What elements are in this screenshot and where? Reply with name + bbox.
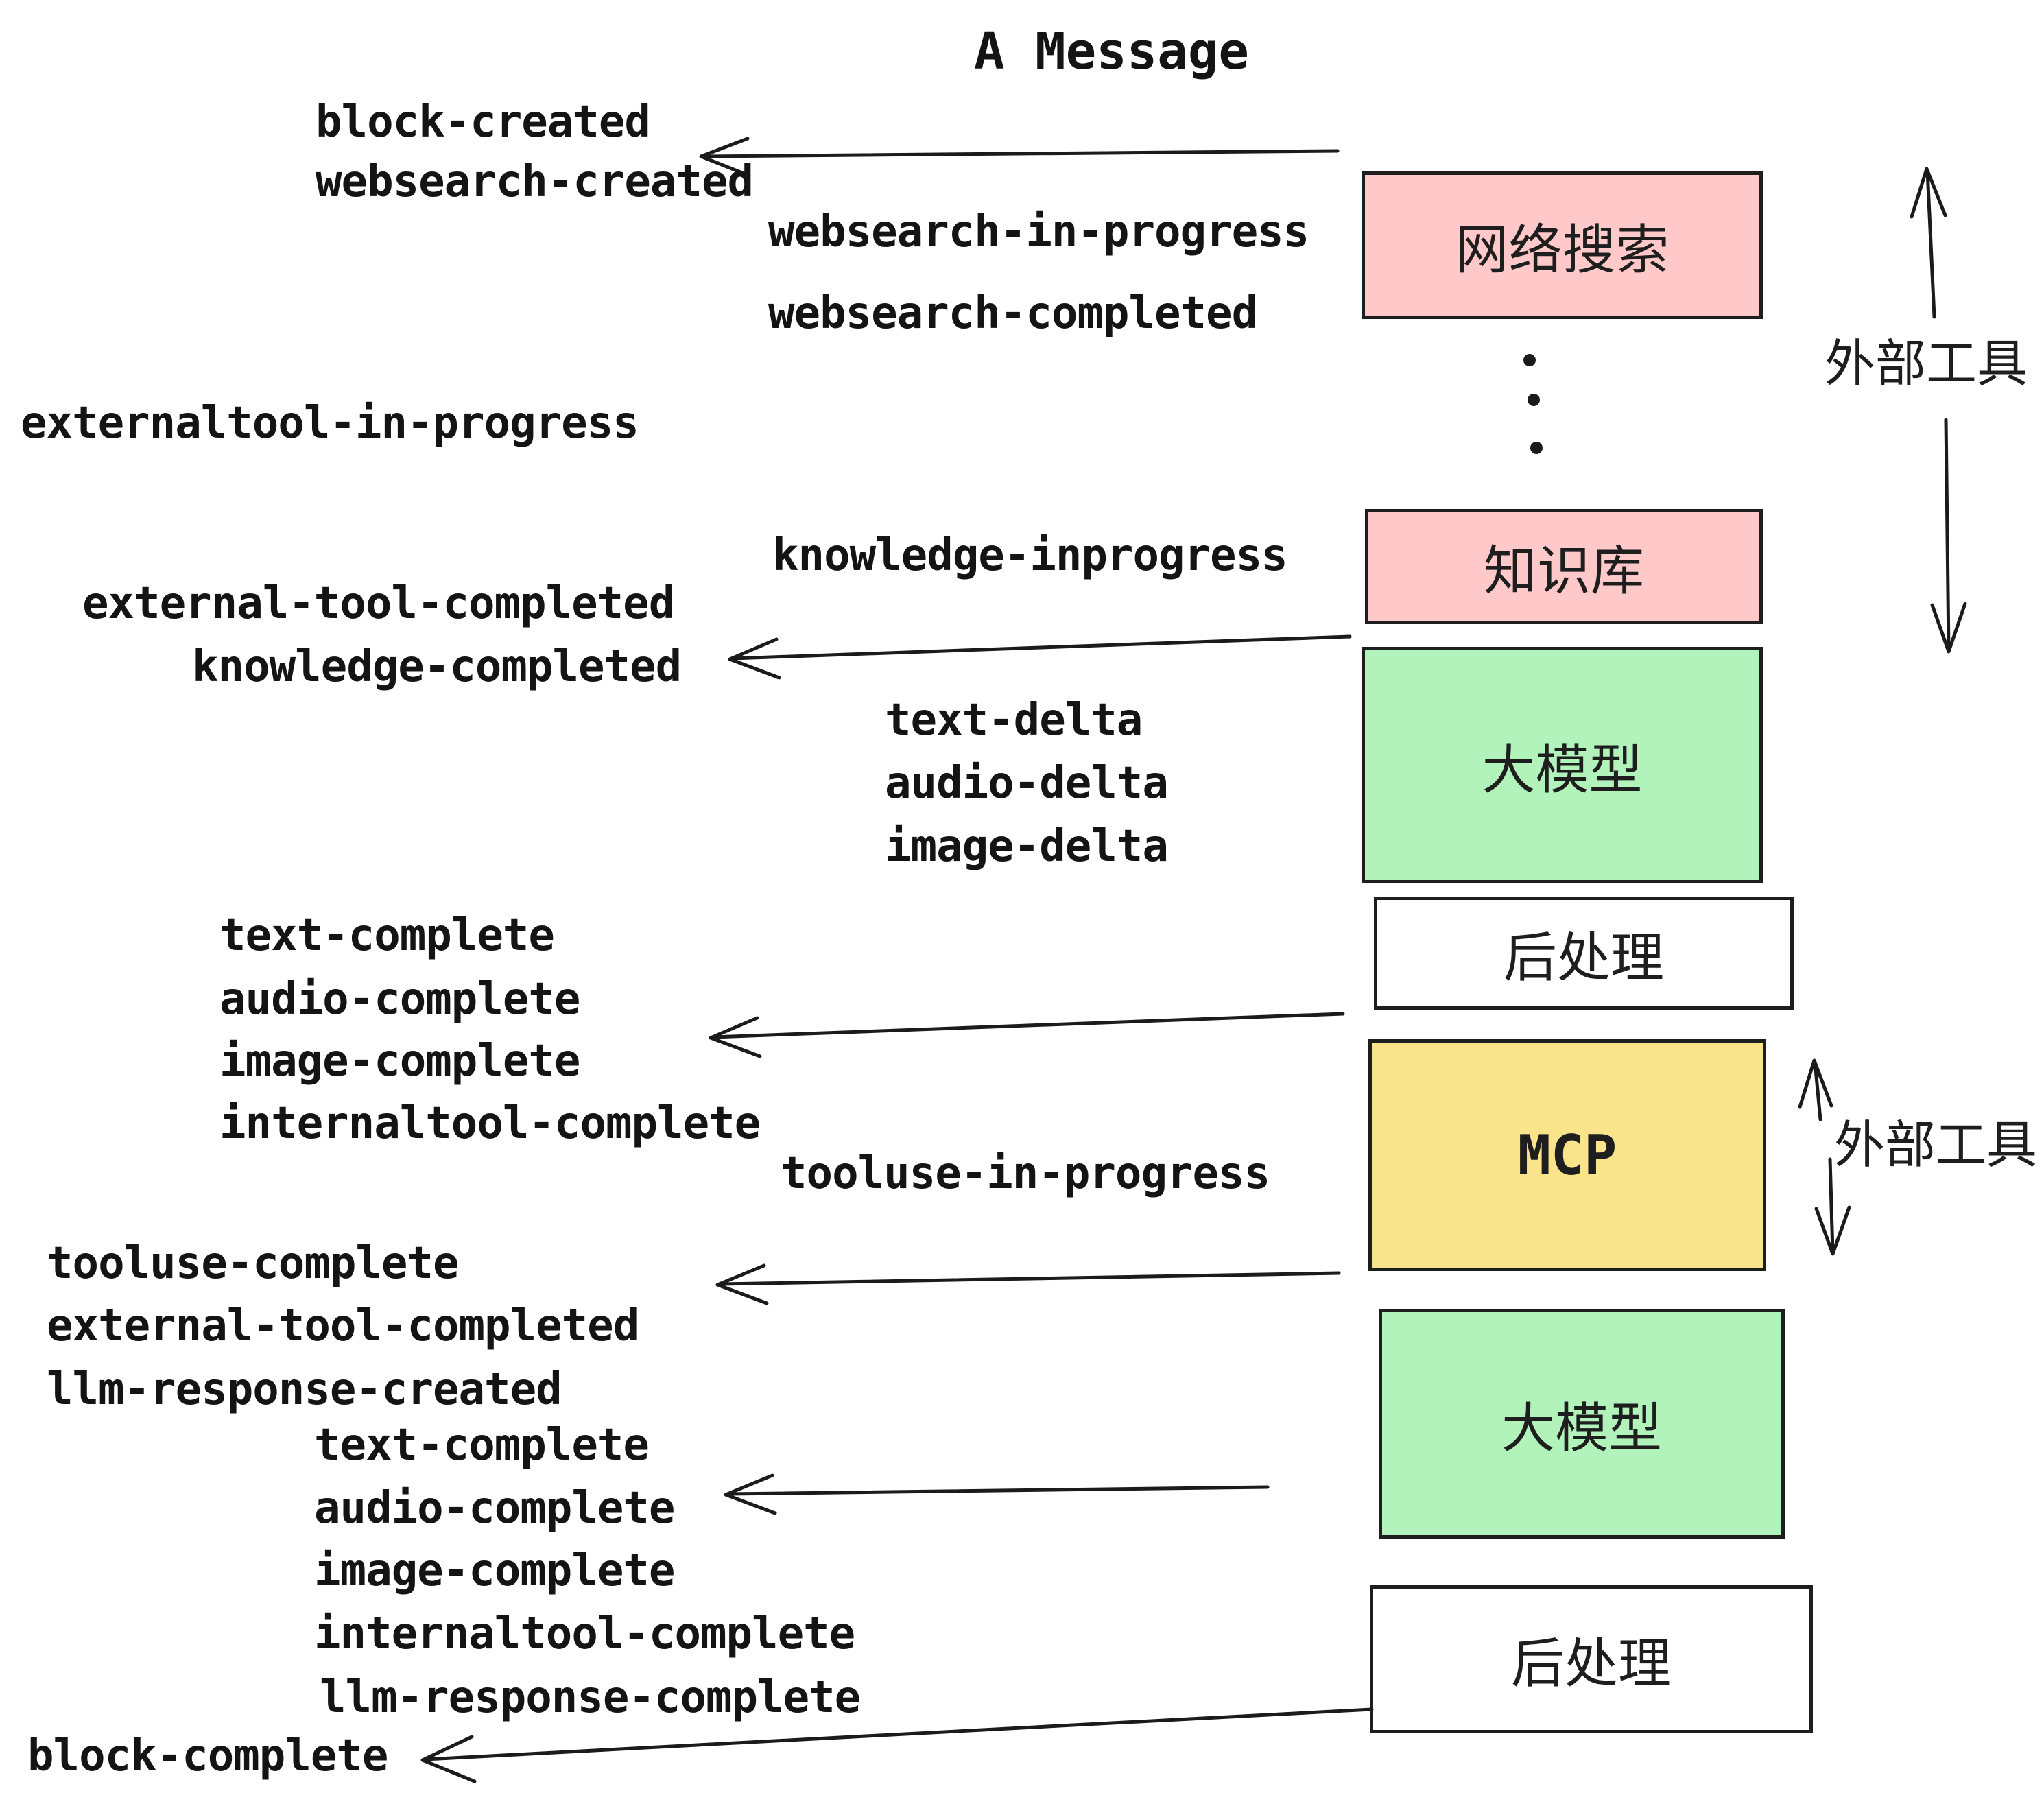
event-label-externaltool-in-progress: externaltool-in-progress — [21, 398, 639, 449]
arrow-left-image-complete-icon — [709, 1012, 1345, 1058]
event-label-image-complete-2: image-complete — [314, 1545, 675, 1596]
event-label-websearch-in-progress: websearch-in-progress — [768, 206, 1309, 257]
arrow-up-external-tools-bottom-icon — [1798, 1058, 1833, 1121]
event-label-llm-response-created: llm-response-created — [47, 1364, 562, 1415]
node-postprocess-1-label: 后处理 — [1503, 927, 1664, 989]
event-label-external-tool-completed-2: external-tool-completed — [47, 1301, 639, 1351]
node-websearch-label: 网络搜索 — [1455, 219, 1669, 281]
node-mcp-label: MCP — [1517, 1123, 1617, 1187]
event-label-knowledge-completed: knowledge-completed — [192, 641, 682, 692]
event-label-websearch-completed: websearch-completed — [768, 288, 1258, 339]
event-label-block-complete: block-complete — [27, 1731, 388, 1781]
event-label-block-created: block-created — [316, 97, 651, 147]
event-label-audio-complete-1: audio-complete — [219, 974, 580, 1025]
arrow-left-block-created-icon — [699, 137, 1340, 178]
node-postprocess-1: 后处理 — [1374, 897, 1794, 1010]
arrow-down-external-tools-top-icon — [1930, 418, 1967, 654]
event-label-audio-complete-2: audio-complete — [314, 1483, 675, 1534]
node-llm-2: 大模型 — [1379, 1309, 1785, 1539]
event-label-websearch-created: websearch-created — [316, 156, 754, 207]
arrow-left-tooluse-complete-icon — [715, 1263, 1341, 1305]
event-label-llm-response-complete: llm-response-complete — [320, 1672, 861, 1723]
vertical-ellipsis-icon — [1523, 354, 1543, 454]
event-label-internaltool-complete-1: internaltool-complete — [219, 1098, 761, 1149]
event-label-text-complete-1: text-complete — [219, 910, 555, 961]
node-postprocess-2-label: 后处理 — [1510, 1633, 1672, 1695]
page-title: A Message — [974, 22, 1249, 81]
node-llm-2-label: 大模型 — [1501, 1397, 1662, 1460]
event-label-image-delta-1: image-delta — [885, 821, 1169, 872]
external-tools-label-top: 外部工具 — [1825, 334, 2028, 394]
node-mcp: MCP — [1368, 1039, 1766, 1271]
node-llm-1-label: 大模型 — [1482, 739, 1643, 801]
event-label-text-delta-1: text-delta — [885, 695, 1143, 746]
arrow-left-knowledge-completed-icon — [728, 634, 1352, 680]
node-llm-1: 大模型 — [1362, 647, 1763, 883]
node-postprocess-2: 后处理 — [1370, 1585, 1813, 1733]
event-label-tooluse-in-progress: tooluse-in-progress — [781, 1148, 1270, 1199]
event-label-knowledge-inprogress: knowledge-inprogress — [772, 530, 1288, 581]
event-label-external-tool-completed-1: external-tool-completed — [82, 578, 675, 629]
event-label-tooluse-complete: tooluse-complete — [47, 1238, 459, 1289]
node-knowledge-label: 知识库 — [1483, 541, 1644, 602]
external-tools-label-bottom: 外部工具 — [1834, 1115, 2037, 1175]
event-label-internaltool-complete-2: internaltool-complete — [314, 1609, 855, 1659]
arrow-left-audio-complete-icon — [724, 1473, 1270, 1515]
event-label-text-complete-2: text-complete — [314, 1420, 650, 1471]
node-websearch: 网络搜索 — [1362, 171, 1763, 319]
arrow-up-external-tools-top-icon — [1910, 167, 1947, 319]
event-label-audio-delta-1: audio-delta — [885, 758, 1169, 809]
node-knowledge: 知识库 — [1365, 509, 1763, 624]
event-label-image-complete-1: image-complete — [219, 1036, 580, 1087]
